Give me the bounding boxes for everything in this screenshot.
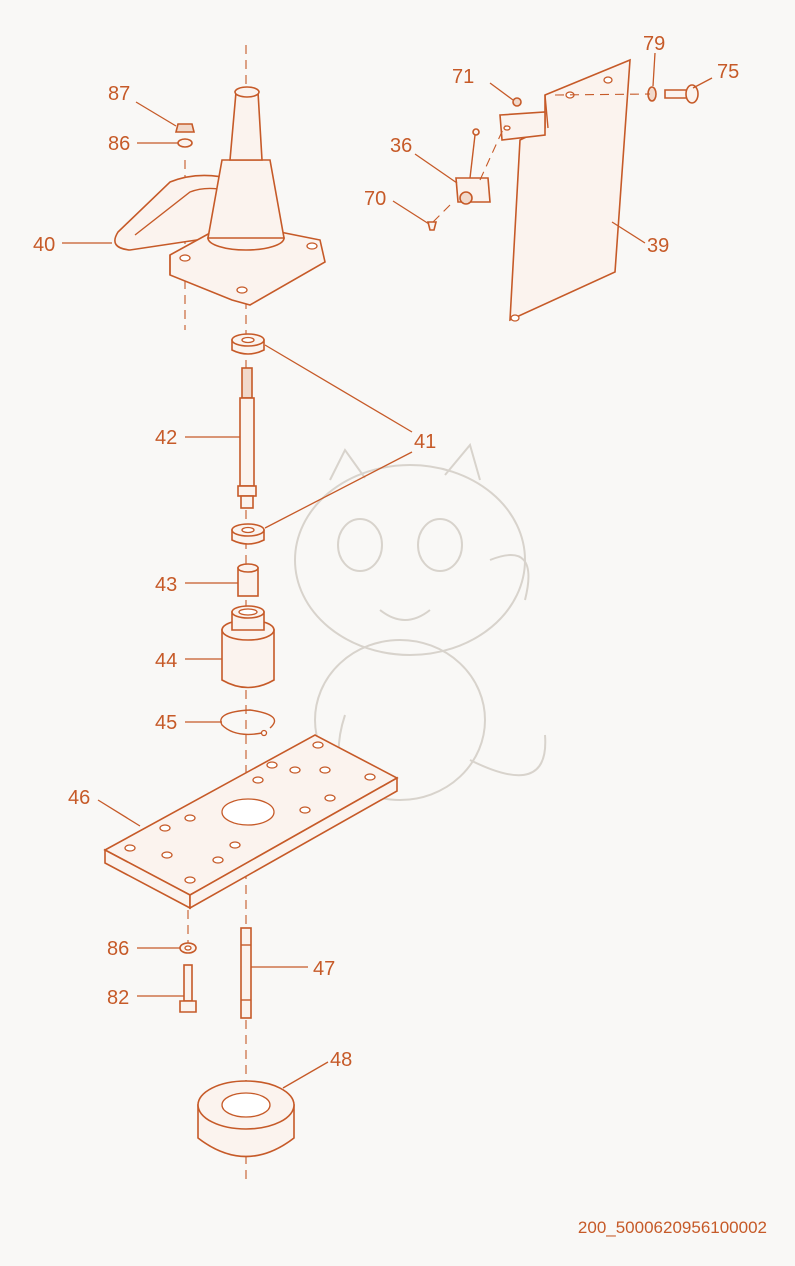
callout-87: 87: [108, 83, 130, 105]
part-40-housing: [114, 86, 326, 306]
part-70-screw: [426, 221, 438, 231]
part-75-bolt: [554, 84, 699, 104]
callout-43: 43: [155, 574, 177, 596]
callout-82: 82: [107, 987, 129, 1009]
callout-86-top: 86: [108, 133, 130, 155]
callout-45: 45: [155, 712, 177, 734]
callout-44: 44: [155, 650, 177, 672]
part-42-shaft: [237, 367, 257, 509]
part-46-base-plate: [103, 734, 399, 910]
callout-42: 42: [155, 427, 177, 449]
part-43-sleeve: [237, 563, 259, 597]
callout-labels: 87 86 40 71 79 75 36 70 39 42 41 43 44 4…: [33, 33, 739, 1071]
callout-71: 71: [452, 66, 474, 88]
callout-86-bottom: 86: [107, 938, 129, 960]
part-41-bearing-bottom: [231, 523, 265, 545]
part-87-nut: [174, 123, 196, 133]
leader-lines: [62, 52, 713, 1089]
callout-40: 40: [33, 234, 55, 256]
callout-46: 46: [68, 787, 90, 809]
callout-36: 36: [390, 135, 412, 157]
part-86-washer-bottom: [179, 942, 197, 954]
callout-70: 70: [364, 188, 386, 210]
callout-48: 48: [330, 1049, 352, 1071]
part-82-bolt: [179, 964, 197, 1013]
drawing-code: 200_5000620956100002: [578, 1218, 767, 1237]
part-47-stud: [240, 927, 252, 1019]
part-41-bearing-top: [231, 333, 265, 355]
part-45-retaining-ring: [220, 709, 276, 737]
part-44-hub: [221, 605, 275, 689]
callout-47: 47: [313, 958, 335, 980]
part-36-switch: [429, 124, 506, 226]
part-39-bracket: [499, 58, 631, 322]
part-86-washer-top: [177, 138, 193, 148]
part-48-ring: [197, 1080, 295, 1158]
callout-39: 39: [647, 235, 669, 257]
callout-79: 79: [643, 33, 665, 55]
callout-75: 75: [717, 61, 739, 83]
part-71-nut: [512, 97, 522, 107]
callout-41: 41: [414, 431, 436, 453]
